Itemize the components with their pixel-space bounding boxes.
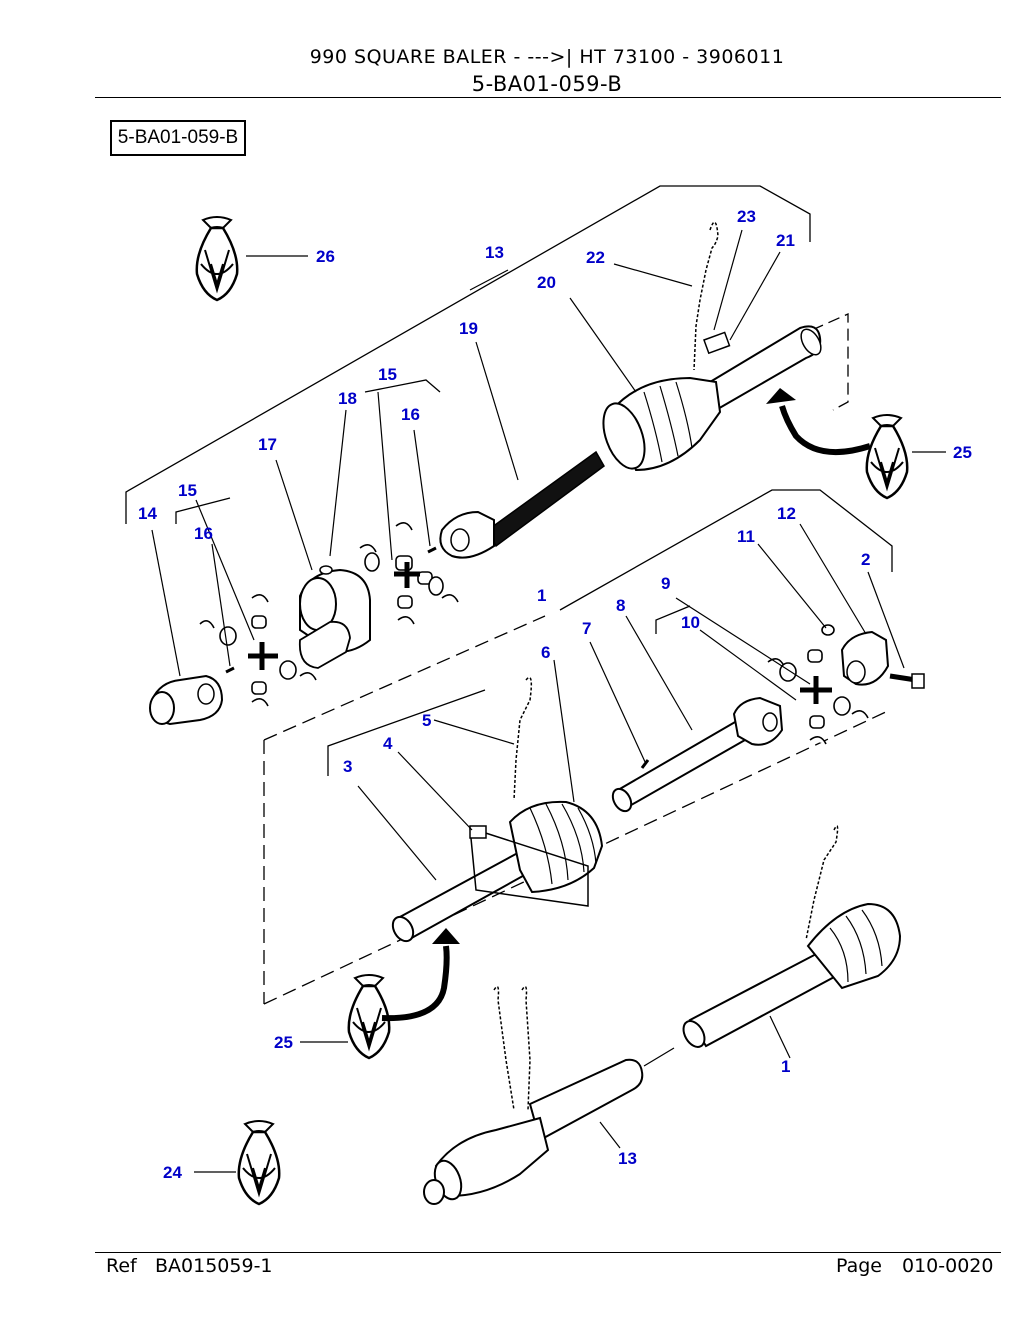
callout-9: 9 <box>661 574 670 593</box>
callout-6: 6 <box>541 643 550 662</box>
parts-bag-icon-25-top <box>865 413 909 500</box>
parts-bag-icon-24 <box>237 1119 281 1206</box>
callout-1: 1 <box>537 586 546 605</box>
callout-19: 19 <box>459 319 478 338</box>
callout-13: 13 <box>618 1149 637 1168</box>
callout-11: 11 <box>737 527 755 546</box>
callout-4: 4 <box>383 734 393 753</box>
ref-value: BA015059-1 <box>155 1255 273 1277</box>
callout-26: 26 <box>316 247 335 266</box>
callout-1: 1 <box>781 1057 790 1076</box>
parts-bag-icon-26 <box>195 215 239 302</box>
callout-21: 21 <box>776 231 795 250</box>
callout-24: 24 <box>163 1163 182 1182</box>
callout-20: 20 <box>537 273 556 292</box>
callout-13: 13 <box>485 243 504 262</box>
callout-8: 8 <box>616 596 625 615</box>
callout-22: 22 <box>586 248 605 267</box>
callout-2: 2 <box>861 550 870 569</box>
ref-label: Ref <box>106 1255 137 1277</box>
page-value: 010-0020 <box>902 1255 994 1277</box>
callout-17: 17 <box>258 435 277 454</box>
callout-10: 10 <box>681 613 700 632</box>
callout-16: 16 <box>401 405 420 424</box>
header-rule <box>95 97 1001 98</box>
callout-15: 15 <box>378 365 397 384</box>
bracket-13 <box>125 185 811 524</box>
callout-25: 25 <box>274 1033 293 1052</box>
callout-3: 3 <box>343 757 352 776</box>
callout-7: 7 <box>582 619 591 638</box>
footer-rule <box>95 1252 1001 1253</box>
page-label: Page <box>836 1255 882 1277</box>
callout-12: 12 <box>777 504 796 523</box>
callout-23: 23 <box>737 207 756 226</box>
callout-15: 15 <box>178 481 197 500</box>
page-title: 990 SQUARE BALER - --->| HT 73100 - 3906… <box>309 46 785 68</box>
diagram-box-label: 5-BA01-059-B <box>110 120 246 156</box>
callout-5: 5 <box>422 711 431 730</box>
callout-16: 16 <box>194 524 213 543</box>
callout-25: 25 <box>953 443 972 462</box>
callout-18: 18 <box>338 389 357 408</box>
callout-14: 14 <box>138 504 157 523</box>
page-subtitle: 5-BA01-059-B <box>471 72 623 96</box>
